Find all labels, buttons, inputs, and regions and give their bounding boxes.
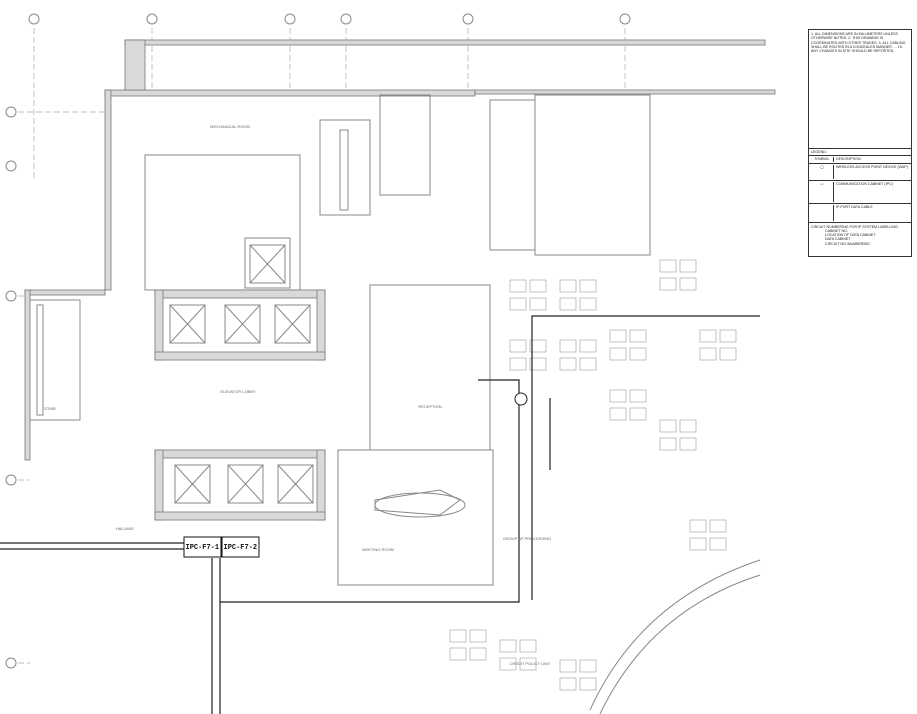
- desk: [659, 259, 677, 273]
- wap-symbol-icon: ◯: [811, 164, 834, 179]
- desk: [679, 419, 697, 433]
- meeting-room-table: [374, 492, 466, 518]
- desk: [709, 519, 727, 533]
- legend-col-description: DESCRIPTION: [836, 157, 861, 162]
- desk: [609, 389, 627, 403]
- desk: [629, 407, 647, 421]
- desk: [499, 639, 517, 653]
- desk: [529, 357, 547, 371]
- desk: [629, 347, 647, 361]
- circuit-title: CIRCUIT NUMBERING FOR IP SYSTEM LABELLIN…: [811, 224, 899, 229]
- meeting-table: [374, 489, 461, 516]
- desk: [629, 389, 647, 403]
- desk: [699, 347, 717, 361]
- facade: [24, 39, 776, 461]
- curved-wall: [589, 559, 761, 711]
- desk: [689, 519, 707, 533]
- desk: [449, 647, 467, 661]
- legend-description: COMMUNICATION CABINET (IPC): [836, 181, 893, 186]
- grid-lines: [18, 28, 626, 664]
- desk: [579, 677, 597, 691]
- room-label-credit-policy: CREDIT POLICY UNIT: [510, 661, 552, 666]
- room-label-mechanical: MECHANICAL ROOM: [210, 124, 250, 129]
- room-label-elevator-lobby: ELEVATOR LOBBY: [220, 389, 255, 394]
- desk: [659, 419, 677, 433]
- legend-col-symbol: SYMBOL: [811, 157, 834, 162]
- cabinet-symbol-icon: ▭: [811, 181, 834, 202]
- desk: [679, 259, 697, 273]
- desk: [579, 339, 597, 353]
- desk: [679, 437, 697, 451]
- legend-row: ◯ WIRELESS ACCESS POINT DEVICE (WAP): [809, 164, 911, 181]
- desk: [529, 279, 547, 293]
- desk: [609, 329, 627, 343]
- desk: [699, 329, 717, 343]
- desk: [469, 647, 487, 661]
- desk: [559, 659, 577, 673]
- ipc-label-2: IPC-F7-2: [224, 544, 258, 552]
- circuit-item: LOCATION OF DATA CABINET: [825, 233, 876, 238]
- desk: [449, 629, 467, 643]
- ipc-label-1: IPC-F7-1: [186, 544, 220, 552]
- desk: [719, 347, 737, 361]
- desk: [579, 357, 597, 371]
- desk: [519, 657, 537, 671]
- desk: [559, 677, 577, 691]
- desk: [659, 277, 677, 291]
- legend-header: SYMBOL DESCRIPTION: [809, 156, 911, 164]
- desk: [719, 329, 737, 343]
- desk: [469, 629, 487, 643]
- desk: [679, 277, 697, 291]
- desk: [509, 297, 527, 311]
- desk: [629, 329, 647, 343]
- desk: [529, 297, 547, 311]
- room-label-group-ap: GROUP AP PROCESSING: [503, 536, 552, 541]
- circuit-item: CIRCUIT NO./NUMBERING: [825, 241, 870, 246]
- cable-routes: [0, 315, 760, 714]
- room-label-meeting: MEETING ROOM: [362, 547, 394, 552]
- room-label-stair: STAIR: [44, 406, 56, 411]
- desk: [559, 339, 577, 353]
- desk: [609, 347, 627, 361]
- grid-bubbles: [5, 13, 631, 669]
- circuit-item: DATA CABINET: [825, 237, 851, 242]
- desk: [559, 357, 577, 371]
- room-label-reception: RECEPTION: [418, 404, 441, 409]
- elevators: [169, 244, 314, 504]
- room-label-hallway: HALLWAY: [116, 526, 135, 531]
- circuit-labelling: CIRCUIT NUMBERING FOR IP SYSTEM LABELLIN…: [809, 223, 911, 248]
- room-labels: MECHANICAL ROOM ELEVATOR LOBBY RECEPTION…: [44, 124, 551, 666]
- legend-description: IP PORT DATA CABLE: [836, 204, 873, 209]
- circuit-item: CABINET NO.: [825, 228, 848, 233]
- wireless-access-point-icon: [514, 392, 528, 406]
- desk: [529, 339, 547, 353]
- desk: [689, 537, 707, 551]
- legend-title: LEGEND:: [809, 149, 911, 157]
- notes-legend-panel: 1. ALL DIMENSIONS ARE IN MILLIMETERS UNL…: [808, 29, 912, 257]
- legend-description: WIRELESS ACCESS POINT DEVICE (WAP): [836, 164, 908, 169]
- desk: [579, 659, 597, 673]
- desk: [579, 279, 597, 293]
- core-walls: [29, 94, 651, 586]
- desk: [559, 279, 577, 293]
- workstations: [449, 259, 737, 691]
- desk: [499, 657, 517, 671]
- desk: [709, 537, 727, 551]
- desk: [509, 279, 527, 293]
- ipc-cabinets: IPC-F7-1 IPC-F7-2: [183, 536, 260, 558]
- desk: [659, 437, 677, 451]
- curved-wall-inner: [599, 574, 761, 714]
- desk: [509, 357, 527, 371]
- desk: [609, 407, 627, 421]
- data-cable-symbol: [811, 204, 834, 221]
- general-notes: 1. ALL DIMENSIONS ARE IN MILLIMETERS UNL…: [809, 30, 911, 149]
- desk: [519, 639, 537, 653]
- desk: [579, 297, 597, 311]
- legend-row: ▭ COMMUNICATION CABINET (IPC): [809, 181, 911, 204]
- desk: [509, 339, 527, 353]
- legend-row: IP PORT DATA CABLE: [809, 204, 911, 223]
- desk: [559, 297, 577, 311]
